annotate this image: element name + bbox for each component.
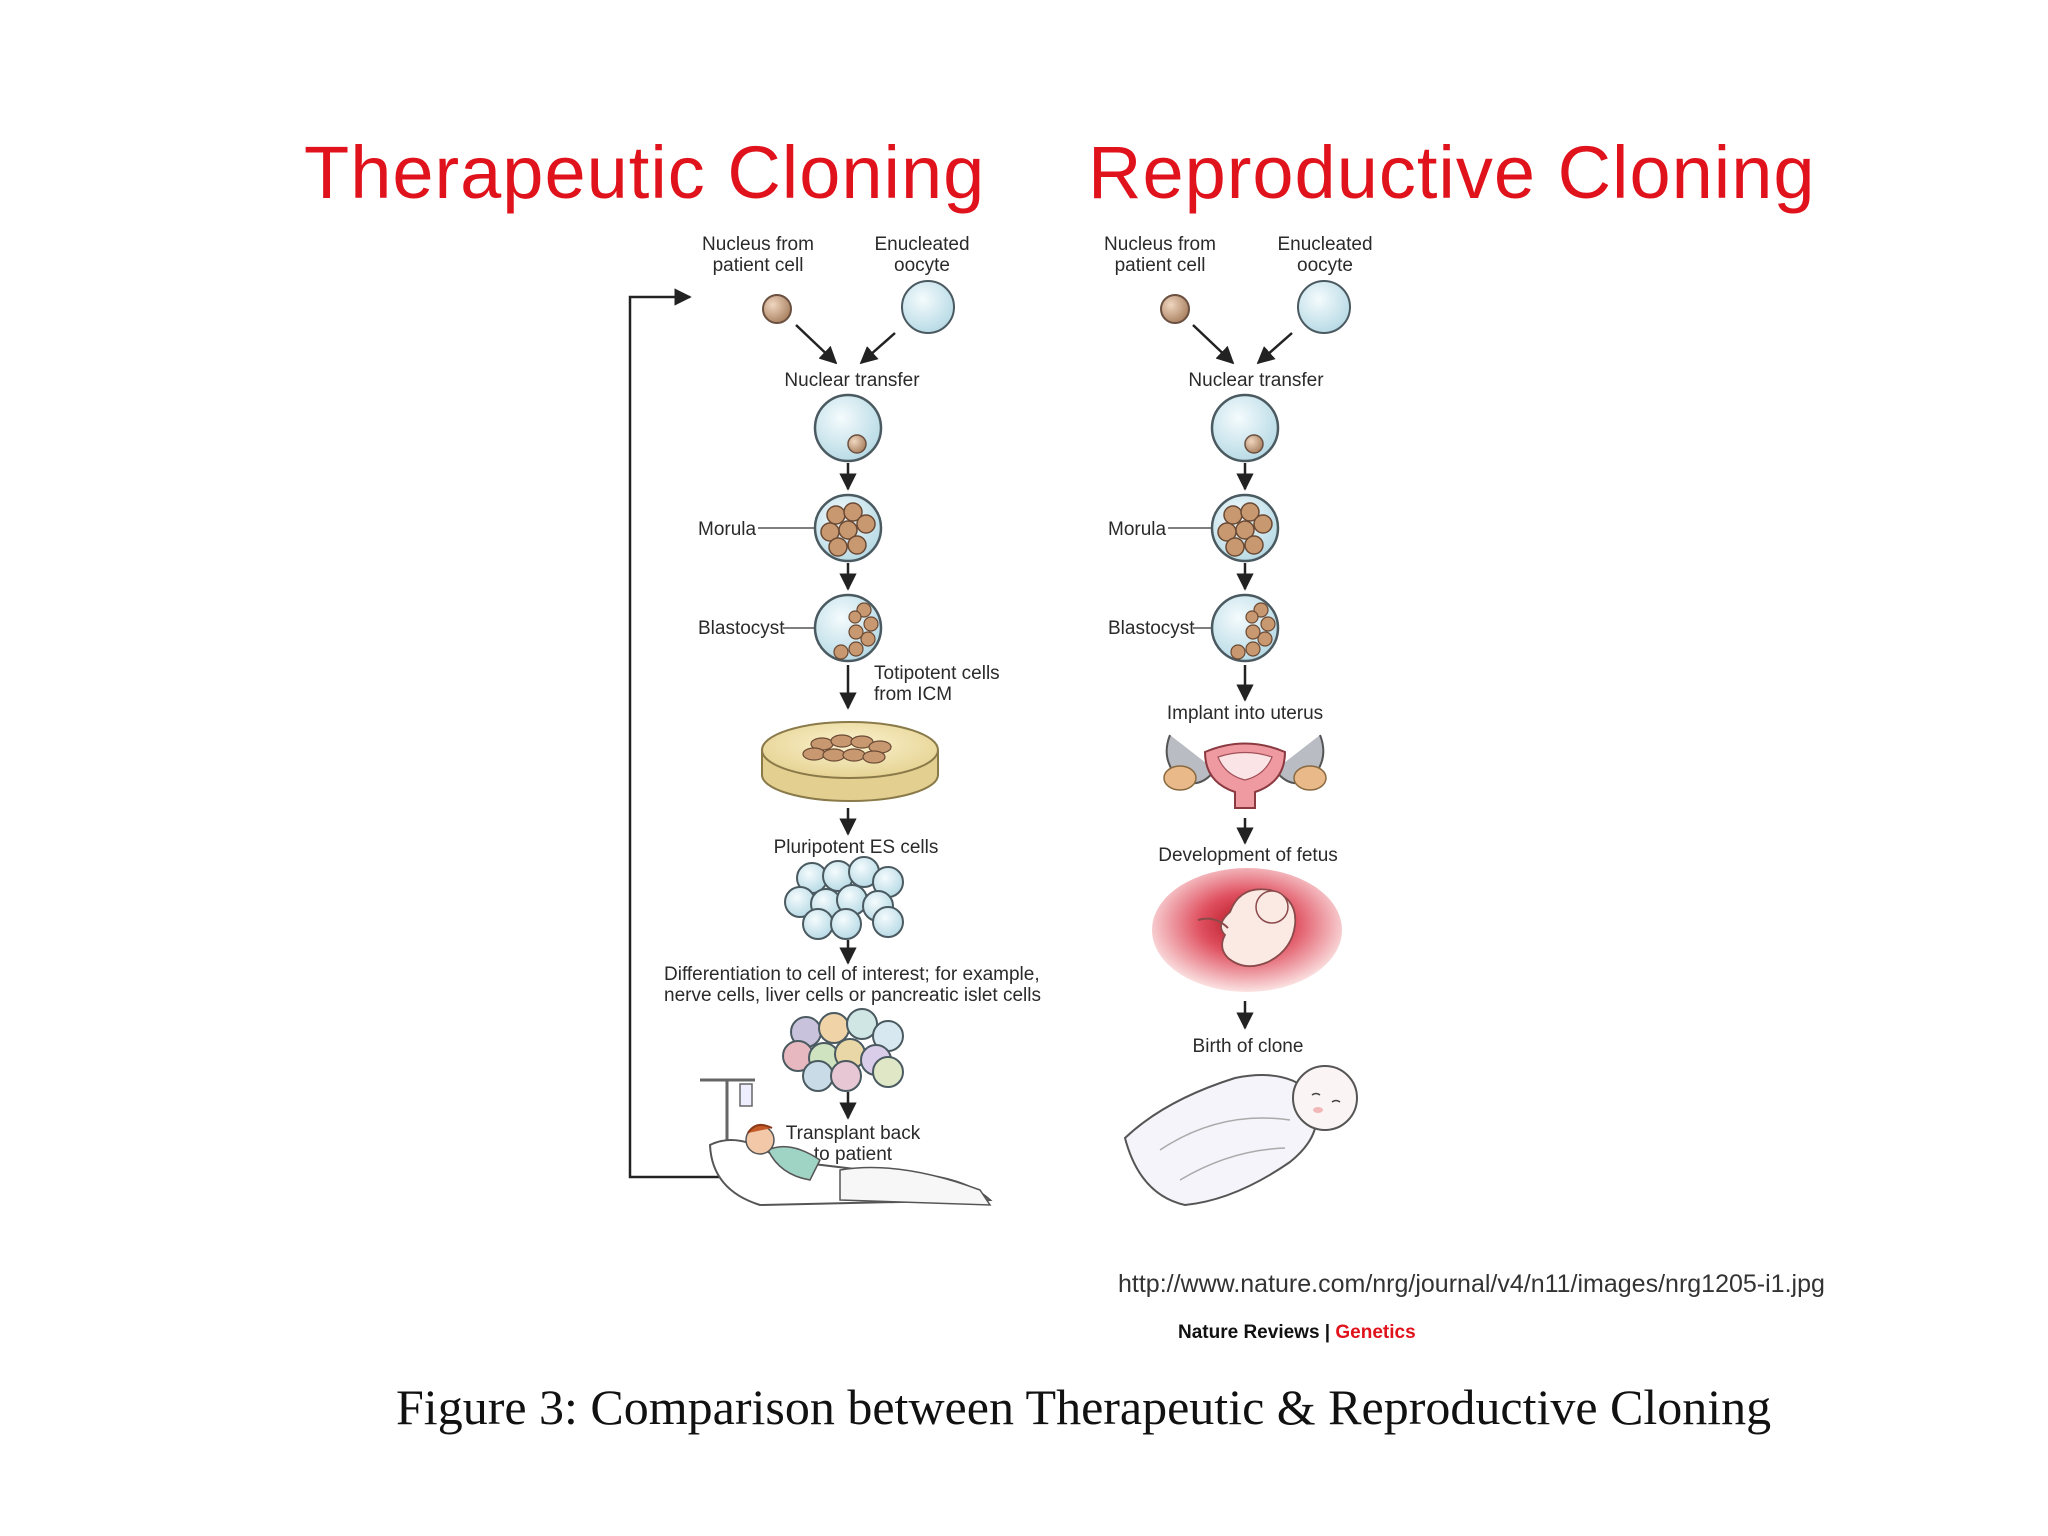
development-label: Development of fetus xyxy=(1158,845,1338,866)
rep-oocyte-label-line2: oocyte xyxy=(1297,255,1353,276)
feedback-loop-arrow xyxy=(628,288,725,1179)
rep-enucleated-oocyte-icon xyxy=(1297,280,1351,334)
culture-dish-icon xyxy=(761,721,939,802)
morula-icon xyxy=(813,493,883,563)
rep-morula-icon xyxy=(1210,493,1280,563)
transplant-label-line1: Transplant back xyxy=(786,1123,921,1144)
patient-in-bed-icon xyxy=(700,1078,993,1207)
differentiated-cells-icon xyxy=(782,1008,904,1092)
rep-nuclear-transfer-label: Nuclear transfer xyxy=(1188,370,1324,391)
journal-name: Genetics xyxy=(1335,1322,1416,1343)
uterus-icon xyxy=(1163,734,1327,809)
oocyte-label-line2: oocyte xyxy=(894,255,950,276)
source-credit: Nature Reviews | Genetics xyxy=(1178,1322,1416,1344)
rep-donor-nucleus-icon xyxy=(1160,294,1190,324)
fetus-icon xyxy=(1152,868,1342,992)
rep-nucleus-arrow xyxy=(1192,324,1235,365)
differentiation-label-line1: Differentiation to cell of interest; for… xyxy=(664,964,1040,985)
totipotent-label-line2: from ICM xyxy=(874,684,952,705)
enucleated-oocyte-icon xyxy=(901,280,955,334)
publisher-name: Nature Reviews xyxy=(1178,1322,1320,1343)
rep-oocyte-label-line1: Enucleated xyxy=(1277,234,1372,255)
rep-nucleus-label-line2: patient cell xyxy=(1115,255,1206,276)
totipotent-label-line1: Totipotent cells xyxy=(874,663,1000,684)
therapeutic-flow: Nucleus from patient cell Enucleated ooc… xyxy=(628,234,1041,1207)
rep-blastocyst-label: Blastocyst xyxy=(1108,618,1195,639)
transplant-label-line2: to patient xyxy=(814,1144,893,1165)
nucleus-label-line1: Nucleus from xyxy=(702,234,814,255)
nucleus-arrow xyxy=(795,324,838,365)
donor-nucleus-icon xyxy=(762,294,792,324)
source-url: http://www.nature.com/nrg/journal/v4/n11… xyxy=(1118,1270,1825,1298)
reproductive-flow: Nucleus from patient cell Enucleated ooc… xyxy=(1104,234,1373,1207)
oocyte-arrow xyxy=(859,332,896,365)
rep-nucleus-label-line1: Nucleus from xyxy=(1104,234,1216,255)
therapeutic-cloning-title: Therapeutic Cloning xyxy=(304,131,986,214)
rep-morula-label: Morula xyxy=(1108,519,1167,540)
figure-caption: Figure 3: Comparison between Therapeutic… xyxy=(396,1379,1772,1435)
differentiation-label-line2: nerve cells, liver cells or pancreatic i… xyxy=(664,985,1041,1006)
nuclear-transfer-label: Nuclear transfer xyxy=(784,370,920,391)
baby-clone-icon xyxy=(1123,1065,1358,1207)
rep-reconstructed-egg-icon xyxy=(1210,393,1280,463)
blastocyst-label: Blastocyst xyxy=(698,618,785,639)
reproductive-cloning-title: Reproductive Cloning xyxy=(1088,131,1816,214)
implant-label: Implant into uterus xyxy=(1167,703,1323,724)
rep-oocyte-arrow xyxy=(1256,332,1293,365)
credit-separator: | xyxy=(1324,1322,1331,1343)
morula-label: Morula xyxy=(698,519,757,540)
birth-label: Birth of clone xyxy=(1193,1036,1304,1057)
nucleus-label-line2: patient cell xyxy=(713,255,804,276)
oocyte-label-line1: Enucleated xyxy=(874,234,969,255)
pluripotent-label: Pluripotent ES cells xyxy=(774,837,939,858)
es-cells-icon xyxy=(784,856,904,940)
rep-blastocyst-icon xyxy=(1210,593,1280,663)
blastocyst-icon xyxy=(813,593,883,663)
reconstructed-egg-icon xyxy=(813,393,883,463)
